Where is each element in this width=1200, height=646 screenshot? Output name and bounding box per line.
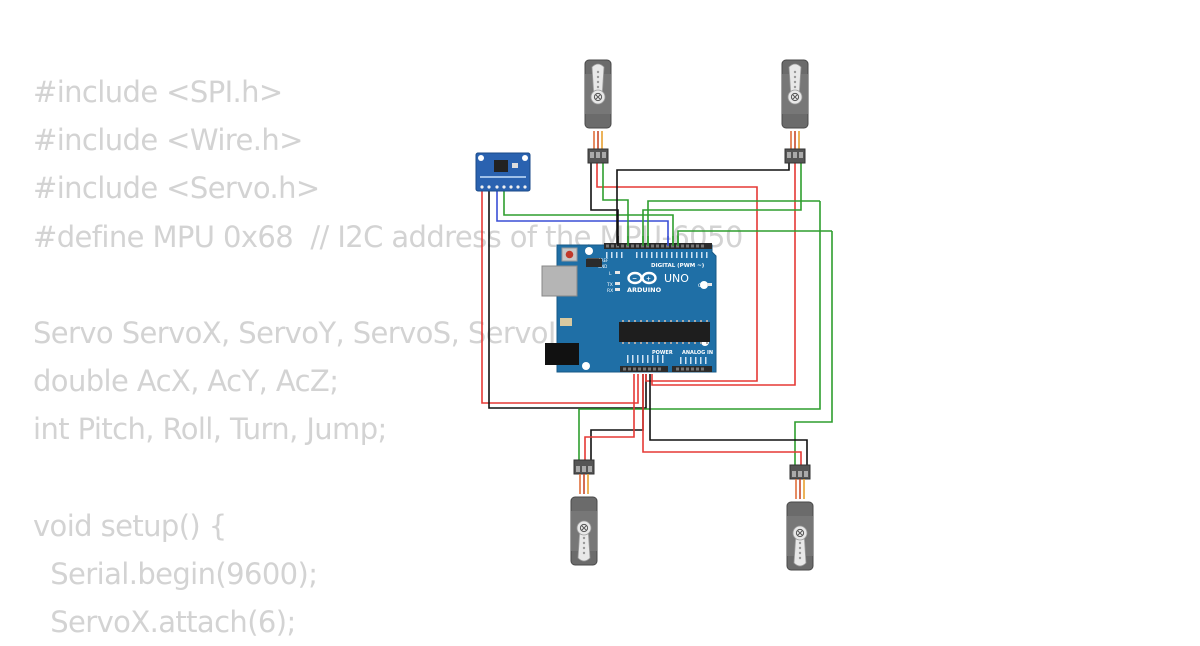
wire-servo-br-gnd [649, 374, 808, 466]
code-line: #define MPU 0x68 // I2C address of the M… [33, 219, 743, 254]
wire-mpu-gnd [488, 190, 647, 409]
wire-servo-bl-vcc [584, 374, 635, 462]
wire-servo-tl-vcc [596, 163, 758, 382]
wires [481, 163, 833, 466]
wire-signal-a2 [578, 201, 821, 462]
wire-servo-tl-gnd [590, 163, 619, 244]
servo-top-right [781, 59, 809, 129]
servo-top-left [584, 59, 612, 129]
wire-signal-b [677, 230, 832, 244]
servo-bottom-right [786, 501, 814, 571]
code-line: double AcX, AcY, AcZ; [33, 364, 339, 399]
code-line: int Pitch, Roll, Turn, Jump; [33, 412, 387, 447]
digital-header-label: DIGITAL (PWM ~) [651, 263, 705, 269]
uno-logo-text: UNO [664, 272, 689, 285]
circuit-diagram: AREF GND DIGITAL (PWM ~) − + UNO ARDUINO… [475, 59, 833, 571]
mpu6050-module [475, 152, 531, 192]
power-header-label: POWER [652, 350, 673, 356]
servo-bottom-left [570, 496, 598, 566]
code-line: #include <SPI.h> [33, 75, 283, 109]
servo-connector-tl [587, 131, 609, 164]
wire-servo-tr-gnd [616, 163, 790, 244]
wire-servo-bl-gnd [590, 374, 644, 462]
wire-servo-tl-sig [602, 163, 629, 244]
code-line: Serial.begin(9600); [33, 556, 318, 591]
wire-mpu-sda [503, 190, 674, 244]
gnd-label: GND [598, 264, 607, 269]
servo-connector-bl [573, 459, 595, 494]
led-on-label: ON [698, 283, 705, 289]
aref-label: AREF [598, 258, 609, 263]
analog-header-label: ANALOG IN [682, 350, 713, 356]
servo-connector-br [789, 464, 811, 499]
led-l-label: L [609, 271, 612, 277]
wire-servo-tr-vcc [651, 163, 796, 386]
code-line: void setup() { [33, 508, 227, 543]
wire-signal-a [647, 200, 820, 244]
arduino-uno-board: AREF GND DIGITAL (PWM ~) − + UNO ARDUINO… [541, 243, 717, 373]
atmega-chip [619, 322, 710, 342]
wire-servo-tr-sig [642, 163, 802, 244]
svg-text:+: + [646, 276, 651, 283]
svg-text:−: − [632, 276, 637, 283]
arduino-infinity-logo [627, 271, 657, 285]
code-line: Servo ServoX, ServoY, ServoS, ServoJ; [33, 315, 566, 350]
led-tx-label: TX [606, 282, 613, 288]
wire-servo-br-vcc [642, 374, 802, 466]
code-listing: #include <SPI.h> #include <Wire.h> #includ… [33, 68, 743, 646]
header-wire-ends [617, 236, 679, 246]
wire-mpu-scl [496, 190, 669, 244]
wire-mpu-vcc [481, 190, 639, 404]
code-line: #include <Servo.h> [33, 171, 320, 206]
wire-signal-b2 [794, 231, 833, 466]
led-rx-label: RX [607, 288, 613, 294]
servo-connector-tr [784, 131, 806, 164]
arduino-brand-text: ARDUINO [627, 286, 662, 294]
code-line: #include <Wire.h> [33, 123, 303, 158]
